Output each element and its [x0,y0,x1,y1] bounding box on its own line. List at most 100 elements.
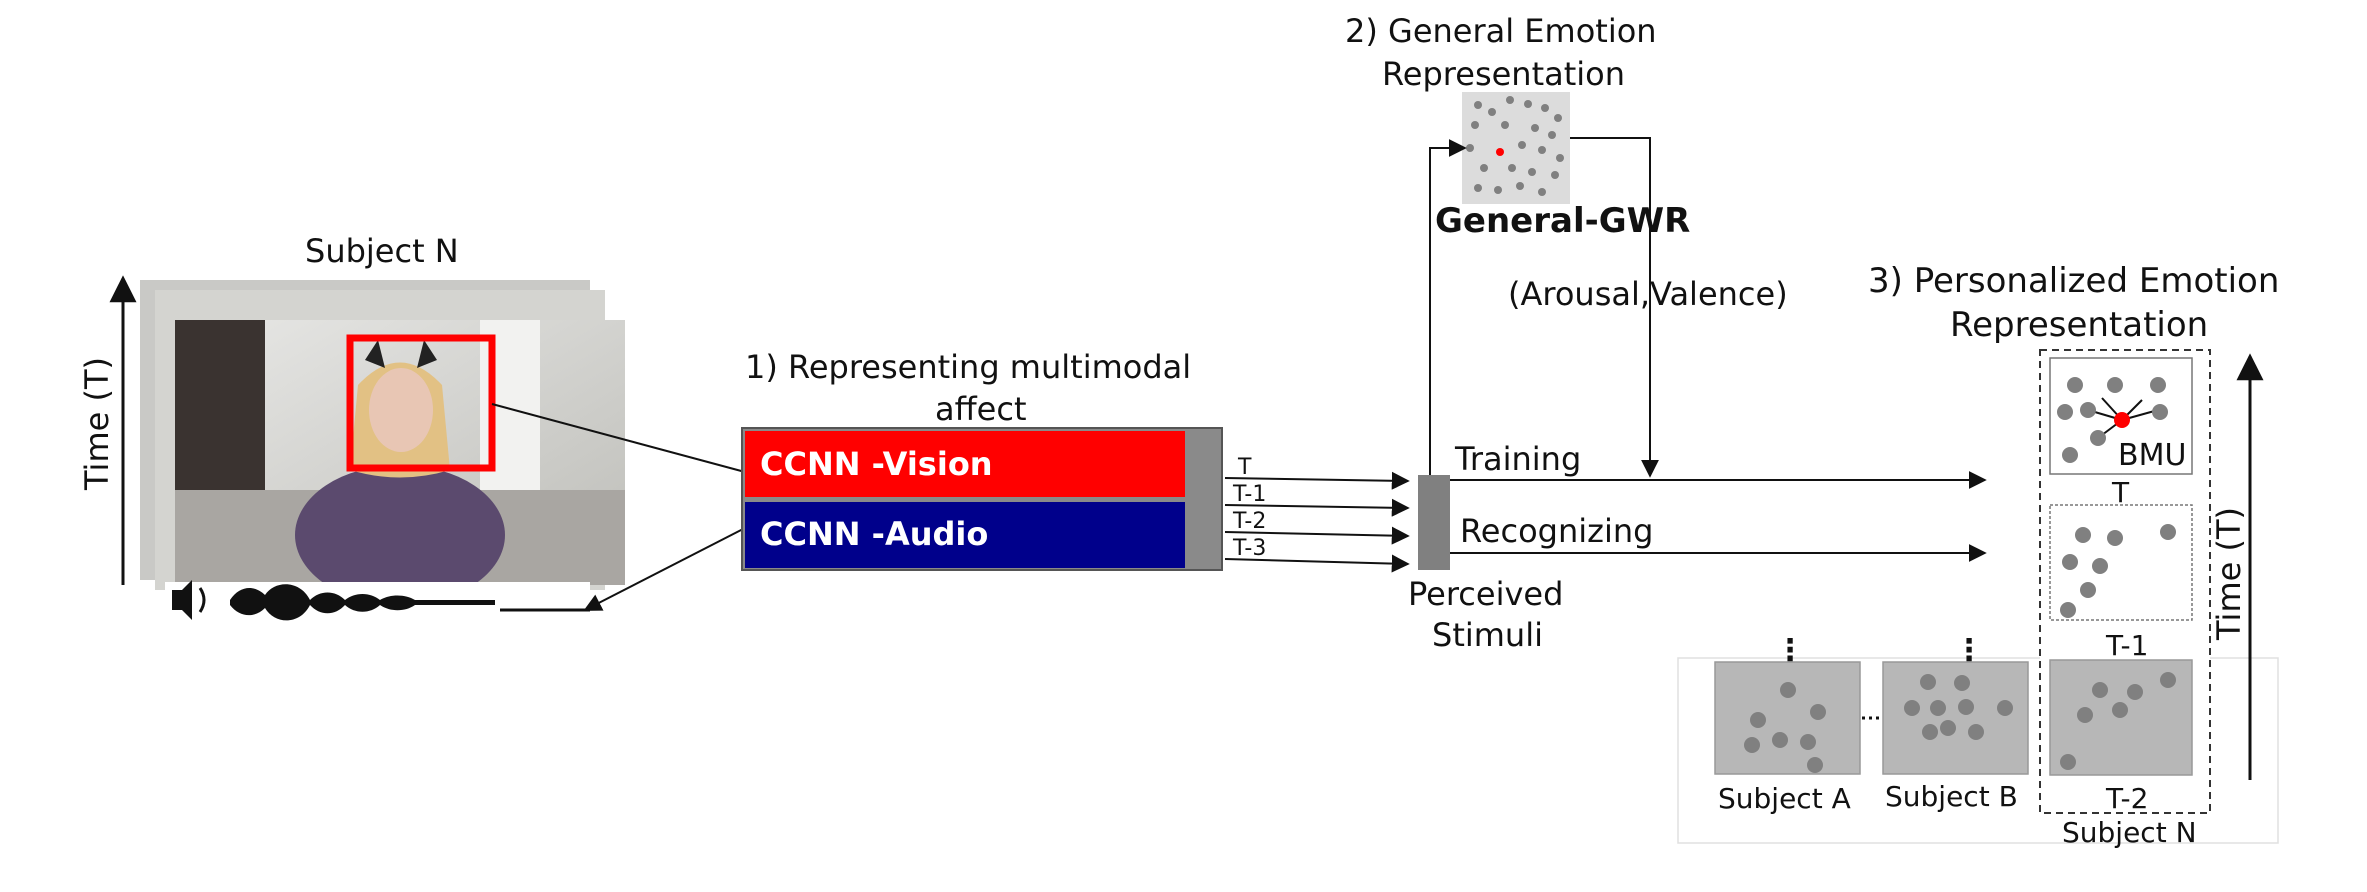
frame-label-t: T [2111,476,2130,509]
gwr-to-training-arrow [1570,137,1659,478]
subject-b-node-5 [1958,699,1974,715]
subject-a-node-4 [1772,732,1788,748]
subject-b-ellipsis: ⋮ [1954,633,1984,668]
general-gwr-label: General-GWR [1435,201,1690,241]
subject-a-node-6 [1800,734,1816,750]
cat-ear-right [417,340,437,368]
gwr-node-8 [1501,121,1509,129]
output-arrow-t1 [1224,498,1410,517]
gwr-node-15 [1556,154,1564,162]
gwr-node-12 [1496,148,1504,156]
gwr-node-1 [1474,101,1482,109]
output-arrow-t3 [1224,554,1410,573]
frame-label-t2: T-2 [2105,782,2148,815]
person-body [295,465,505,605]
subject-b-node-6 [1997,700,2013,716]
frame-t1-node-1 [2075,527,2091,543]
subject-a-map [1714,661,1861,775]
frame-t-node-9 [2062,447,2078,463]
waveform-shape [230,584,495,621]
ccnn-audio-bar [745,502,1185,568]
subject-b-node-7 [1940,720,1956,736]
step2-title-line2: Representation [1382,55,1625,93]
output-label-t1: T-1 [1232,482,1266,507]
subject-a-node-1 [1780,682,1796,698]
gwr-node-6 [1554,114,1562,122]
gwr-node-2 [1488,108,1496,116]
stimuli-to-gwr-arrow [1429,139,1467,475]
gwr-node-20 [1474,184,1482,192]
left-time-label: Time (T) [78,357,116,491]
gwr-node-16 [1480,164,1488,172]
subject-a-node-3 [1810,704,1826,720]
gwr-node-4 [1524,100,1532,108]
left-subject-label: Subject N [305,232,459,270]
frame-t-node-7 [2152,404,2168,420]
frame-t2-node-3 [2160,672,2176,688]
gwr-node-11 [1466,144,1474,152]
gwr-node-9 [1531,124,1539,132]
ccnn-output-arrows: T T-1 T-2 T-3 [1224,455,1410,573]
bmu-label: BMU [2118,438,2186,473]
gwr-node-22 [1516,182,1524,190]
gwr-node-7 [1471,121,1479,129]
frame-t-node-6 [2114,412,2130,428]
audio-to-ccnn-line [583,527,746,611]
step1-title-line1: 1) Representing multimodal [745,348,1191,386]
gwr-node-23 [1538,188,1546,196]
frame-t2-node-5 [2112,702,2128,718]
output-label-t3: T-3 [1232,536,1266,561]
face-to-vision-line [491,403,746,473]
subject-b-node-9 [1922,724,1938,740]
ccnn-block: CCNN -Vision CCNN -Audio [741,427,1223,571]
speaker-icon [172,580,192,620]
subject-n-label: Subject N [2062,816,2197,849]
step3-title-line2: Representation [1950,305,2208,345]
gwr-node-13 [1518,141,1526,149]
subject-b-node-4 [1930,700,1946,716]
frame-t1-node-4 [2062,554,2078,570]
frame-t-node-5 [2080,402,2096,418]
ccnn-vision-bar [745,431,1185,497]
frame-t1-node-6 [2080,582,2096,598]
gwr-node-14 [1538,146,1546,154]
frame-t-node-4 [2057,404,2073,420]
subject-b-nodes [1904,674,2013,740]
stimuli-label-line1: Perceived [1408,575,1563,613]
frame-t2-nodes [2060,672,2176,770]
frame-label-t1: T-1 [2105,629,2148,662]
subject-b-node-1 [1920,674,1936,690]
person-face [369,368,433,452]
subject-b-node-8 [1968,724,1984,740]
frame-t1-node-3 [2160,524,2176,540]
stimuli-label-line2: Stimuli [1432,616,1543,654]
subject-video-stack [140,280,625,605]
training-label: Training [1454,440,1581,478]
subject-a-node-7 [1807,757,1823,773]
gwr-node-18 [1528,168,1536,176]
output-arrow-t [1224,471,1410,490]
arousal-valence-label: (Arousal,Valence) [1508,275,1788,313]
frame-t2-node-6 [2060,754,2076,770]
frame-t-node-2 [2107,377,2123,393]
cat-ear-left [365,340,385,368]
gwr-node-10 [1548,131,1556,139]
subject-a-nodes [1744,682,1826,773]
subject-a-node-5 [1744,737,1760,753]
frame-t2-node-4 [2077,707,2093,723]
output-arrow-t2 [1224,526,1410,545]
subject-a-ellipsis: ⋮ [1775,633,1805,668]
gwr-node-19 [1551,171,1559,179]
frame-t1-node-7 [2060,602,2076,618]
recognizing-label: Recognizing [1460,512,1653,550]
frame-t-node-3 [2150,377,2166,393]
frame-t1-node-2 [2107,530,2123,546]
subjects-back-panel [1677,657,2279,844]
step2-title-line1: 2) General Emotion [1345,12,1657,50]
right-time-label: Time (T) [2210,507,2248,641]
speaker-wave-icon [198,587,206,613]
frame-t-node-1 [2067,377,2083,393]
step1-title-line2: affect [935,390,1026,428]
frame-t-node-8 [2090,430,2106,446]
